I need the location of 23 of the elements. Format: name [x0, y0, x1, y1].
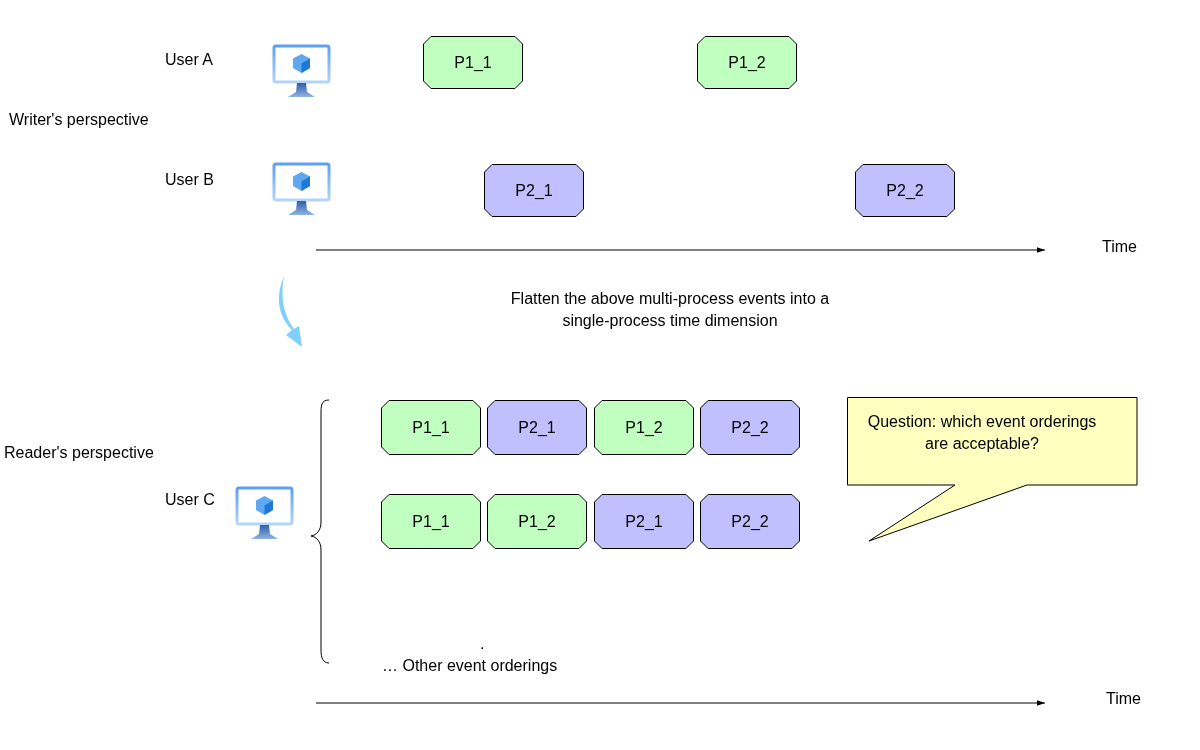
event-box: P1_1: [381, 494, 481, 549]
event-box: P1_1: [381, 400, 481, 455]
section-title: Reader's perspective: [4, 443, 154, 463]
section-title: Writer's perspective: [9, 110, 149, 130]
event-box: P1_1: [423, 36, 523, 89]
note-text: Flatten the above multi-process events into a single-process time dimension: [509, 289, 831, 331]
event-box: P1_2: [697, 36, 797, 89]
ellipsis-dot: .: [480, 634, 485, 654]
user-label: User A: [165, 50, 213, 70]
user-label: User C: [165, 490, 215, 510]
event-box: P2_1: [594, 494, 694, 549]
user-label: User B: [165, 170, 214, 190]
event-box: P1_2: [594, 400, 694, 455]
note-text: … Other event orderings: [382, 656, 558, 676]
speech-callout: Question: which event orderings are acceptable?: [847, 397, 1138, 542]
event-box: P2_1: [487, 400, 587, 455]
event-box: P2_2: [700, 400, 800, 455]
event-box: P2_2: [855, 164, 955, 217]
event-box: P2_1: [484, 164, 584, 217]
axis-label: Time: [1102, 237, 1137, 257]
event-box: P2_2: [700, 494, 800, 549]
axis-label: Time: [1106, 689, 1141, 709]
event-box: P1_2: [487, 494, 587, 549]
